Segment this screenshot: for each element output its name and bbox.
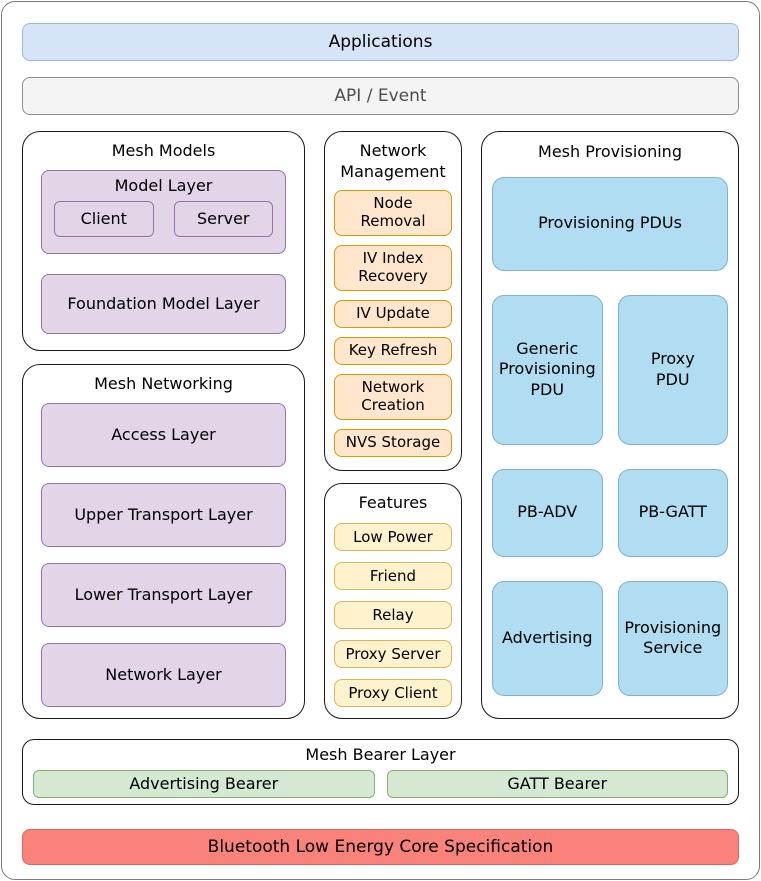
proxy-pdu-label: Proxy PDU: [650, 349, 695, 389]
node-removal-box: Node Removal: [334, 189, 452, 236]
networking-layer-stack: Access Layer Upper Transport Layer Lower…: [41, 402, 286, 707]
middle-column: Network Management Node Removal IV Index…: [324, 131, 462, 719]
mesh-provisioning-group: Mesh Provisioning Provisioning PDUs Gene…: [481, 131, 739, 719]
mesh-bearer-layer-group: Mesh Bearer Layer Advertising Bearer GAT…: [22, 739, 739, 805]
features-title: Features: [358, 493, 428, 512]
applications-label: Applications: [328, 32, 433, 52]
iv-update-box: IV Update: [334, 299, 452, 328]
network-management-title: Network Management: [340, 141, 446, 181]
mesh-provisioning-title: Mesh Provisioning: [538, 142, 682, 161]
friend-box: Friend: [334, 561, 452, 590]
key-refresh-box: Key Refresh: [334, 336, 452, 365]
model-layer-title: Model Layer: [114, 175, 213, 195]
mesh-networking-title: Mesh Networking: [94, 374, 233, 393]
ble-core-spec-bar: Bluetooth Low Energy Core Specification: [22, 829, 739, 865]
bearer-row: Advertising Bearer GATT Bearer: [33, 769, 728, 798]
applications-bar: Applications: [22, 23, 739, 61]
features-stack: Low Power Friend Relay Proxy Server Prox…: [334, 522, 452, 707]
client-box: Client: [54, 200, 154, 237]
network-creation-box: Network Creation: [334, 373, 452, 420]
left-column: Mesh Models Model Layer Client Server Fo…: [22, 131, 305, 719]
ble-core-spec-label: Bluetooth Low Energy Core Specification: [207, 837, 554, 857]
network-management-stack: Node Removal IV Index Recovery IV Update…: [334, 189, 452, 457]
provisioning-service-label: Provisioning Service: [624, 617, 722, 658]
gatt-bearer-box: GATT Bearer: [386, 769, 728, 798]
client-server-row: Client Server: [42, 195, 285, 237]
generic-provisioning-pdu-box: Generic Provisioning PDU: [492, 294, 603, 445]
iv-index-recovery-box: IV Index Recovery: [334, 244, 452, 291]
mesh-models-group: Mesh Models Model Layer Client Server Fo…: [22, 131, 305, 351]
lower-transport-layer-box: Lower Transport Layer: [41, 562, 286, 627]
pb-adv-label: PB-ADV: [517, 502, 578, 522]
proxy-pdu-box: Proxy PDU: [617, 294, 728, 445]
advertising-box: Advertising: [492, 580, 603, 696]
low-power-box: Low Power: [334, 522, 452, 551]
access-layer-box: Access Layer: [41, 402, 286, 467]
pb-gatt-label: PB-GATT: [638, 502, 707, 522]
proxy-client-box: Proxy Client: [334, 678, 452, 707]
model-layer-box: Model Layer Client Server: [41, 169, 286, 254]
mesh-bearer-layer-title: Mesh Bearer Layer: [305, 745, 456, 764]
main-columns: Mesh Models Model Layer Client Server Fo…: [22, 131, 739, 719]
api-event-label: API / Event: [334, 86, 427, 106]
features-group: Features Low Power Friend Relay Proxy Se…: [324, 483, 462, 719]
nvs-storage-box: NVS Storage: [334, 428, 452, 457]
proxy-server-box: Proxy Server: [334, 639, 452, 668]
upper-transport-layer-box: Upper Transport Layer: [41, 482, 286, 547]
relay-box: Relay: [334, 600, 452, 629]
provisioning-grid: Generic Provisioning PDU Proxy PDU PB-AD…: [492, 294, 728, 696]
pb-adv-box: PB-ADV: [492, 468, 603, 557]
provisioning-pdus-box: Provisioning PDUs: [492, 176, 728, 271]
mesh-networking-group: Mesh Networking Access Layer Upper Trans…: [22, 364, 305, 719]
api-event-bar: API / Event: [22, 77, 739, 115]
provisioning-service-box: Provisioning Service: [617, 580, 728, 696]
advertising-bearer-box: Advertising Bearer: [33, 769, 375, 798]
mesh-models-title: Mesh Models: [111, 141, 216, 160]
network-management-group: Network Management Node Removal IV Index…: [324, 131, 462, 471]
advertising-label: Advertising: [501, 627, 593, 647]
network-layer-box: Network Layer: [41, 642, 286, 707]
pb-gatt-box: PB-GATT: [617, 468, 728, 557]
generic-provisioning-pdu-label: Generic Provisioning PDU: [498, 338, 596, 400]
server-box: Server: [173, 200, 273, 237]
foundation-model-layer-box: Foundation Model Layer: [41, 273, 286, 334]
right-column: Mesh Provisioning Provisioning PDUs Gene…: [481, 131, 739, 719]
